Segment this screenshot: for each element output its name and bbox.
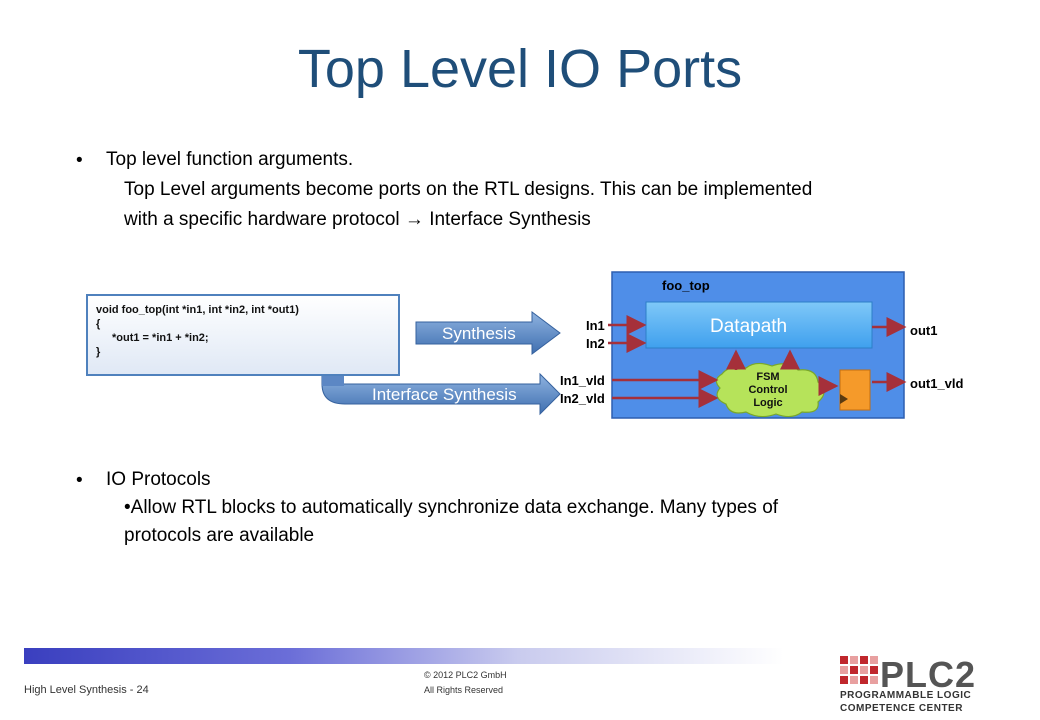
output-register xyxy=(839,369,871,411)
bullet2-label: IO Protocols xyxy=(106,469,211,490)
bullet1-label: Top level function arguments. xyxy=(106,149,354,170)
plc2-logo-text: PLC2 xyxy=(880,654,977,695)
footer-gradient-bar xyxy=(24,648,784,664)
register-clock-icon xyxy=(840,394,848,404)
synthesis-label: Synthesis xyxy=(442,324,516,343)
port-label: In1 xyxy=(586,318,605,333)
bullet1-line2: with a specific hardware protocol → Inte… xyxy=(124,206,924,234)
fsm-label: FSM xyxy=(756,371,779,383)
arrow-icon: → xyxy=(404,209,424,230)
port-label: In1_vld xyxy=(560,373,605,388)
bullet2-line2: protocols are available xyxy=(124,525,315,546)
slide-title: Top Level IO Ports xyxy=(297,39,743,99)
datapath-label: Datapath xyxy=(710,316,787,337)
interface-synthesis-label: Interface Synthesis xyxy=(372,385,517,404)
bullet2-line1: •Allow RTL blocks to automatically synch… xyxy=(124,497,779,518)
fsm-label: Logic xyxy=(753,397,782,409)
logo-line1: PROGRAMMABLE LOGIC xyxy=(840,690,972,701)
code-line: } xyxy=(96,346,101,358)
footer-rights: All Rights Reserved xyxy=(424,685,504,695)
code-line: { xyxy=(96,318,101,330)
code-line: void foo_top(int *in1, int *in2, int *ou… xyxy=(96,304,299,316)
bullet1-line1: Top Level arguments become ports on the … xyxy=(124,179,813,200)
plc2-logo-icon xyxy=(840,656,878,684)
bullet1-line2-post: Interface Synthesis xyxy=(423,209,591,230)
foo-top-label: foo_top xyxy=(662,278,710,293)
port-label: In2_vld xyxy=(560,391,605,406)
bullet1-line2-pre: with a specific hardware protocol xyxy=(124,209,405,230)
interface-synthesis-diagram: Interface Synthesis void foo_top(int *in… xyxy=(86,271,964,419)
fsm-label: Control xyxy=(748,384,787,396)
synthesis-arrow xyxy=(415,311,561,355)
bullet-dot: • xyxy=(76,470,83,491)
footer-slide-number: High Level Synthesis - 24 xyxy=(24,684,149,696)
bullet-dot: • xyxy=(76,150,83,171)
port-label: In2 xyxy=(586,336,605,351)
logo-line2: COMPETENCE CENTER xyxy=(840,703,963,714)
code-line: *out1 = *in1 + *in2; xyxy=(112,332,209,344)
footer-copyright: © 2012 PLC2 GmbH xyxy=(424,670,507,680)
code-box xyxy=(86,294,400,376)
port-label: out1 xyxy=(910,323,937,338)
port-label: out1_vld xyxy=(910,376,964,391)
fsm-control-logic xyxy=(715,362,825,418)
